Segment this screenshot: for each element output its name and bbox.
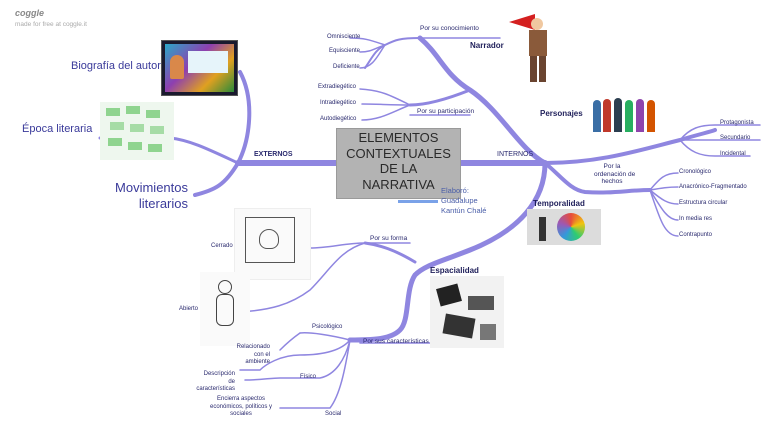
coggle-logo[interactable]: coggle	[15, 8, 45, 18]
fisico-desc-line-3: características	[196, 386, 235, 392]
por-participacion-label[interactable]: Por su participación	[417, 108, 475, 115]
in-media-res-label[interactable]: In media res	[679, 216, 713, 222]
credit-line-1: Elaboró:	[441, 186, 469, 195]
biografia-image	[161, 40, 238, 96]
credit-line-3: Kantún Chalé	[441, 206, 487, 215]
por-ordenacion-line-1: Por la	[603, 163, 621, 170]
psicologico-label[interactable]: Psicológico	[312, 324, 343, 330]
equisciente-label[interactable]: Equisciente	[329, 48, 361, 54]
movimientos-label-1[interactable]: Movimientos	[115, 180, 188, 195]
psicologico-desc-line-3: ambiente	[245, 359, 270, 365]
branch-participacion	[408, 88, 472, 107]
protagonista-label[interactable]: Protagonista	[720, 120, 754, 126]
cronologico-label[interactable]: Cronológico	[679, 169, 712, 175]
center-node[interactable]	[336, 128, 461, 199]
por-forma-label[interactable]: Por su forma	[370, 235, 408, 242]
fisico-label[interactable]: Físico	[300, 374, 317, 380]
contrapunto-label[interactable]: Contrapunto	[679, 232, 713, 238]
intradiegetico-label[interactable]: Intradiegético	[320, 100, 357, 106]
social-desc-line-3: sociales	[230, 411, 252, 417]
fisico-desc-line-2: de	[228, 378, 235, 385]
credit-text: Elaboró: Guadalupe Kantún Chalé	[441, 186, 486, 216]
center-line-2: CONTEXTUALES	[346, 145, 451, 161]
por-conocimiento-label[interactable]: Por su conocimiento	[420, 25, 479, 32]
secundario-label[interactable]: Secundario	[720, 135, 751, 141]
center-line-1: ELEMENTOS	[358, 130, 439, 145]
epoca-label[interactable]: Época literaria	[22, 123, 93, 135]
psicologico-desc[interactable]: Relacionado con el ambiente	[220, 344, 270, 367]
branch-biografia	[236, 70, 252, 165]
credit-connector	[398, 200, 438, 203]
branch-espacialidad	[347, 160, 548, 343]
abierto-label[interactable]: Abierto	[179, 306, 199, 312]
personajes-label[interactable]: Personajes	[540, 109, 583, 118]
movimientos-label-2[interactable]: literarios	[138, 196, 188, 211]
omnisciente-label[interactable]: Omnisciente	[327, 34, 361, 40]
branch-temporalidad	[543, 161, 652, 195]
fisico-desc[interactable]: Descripción de características	[190, 371, 235, 394]
fisico-desc-line-1: Descripción	[203, 371, 235, 377]
narrador-label[interactable]: Narrador	[470, 41, 504, 50]
temporalidad-label[interactable]: Temporalidad	[533, 199, 585, 208]
psicologico-desc-line-1: Relacionado	[236, 344, 270, 350]
por-caracteristicas-label[interactable]: Por sus características	[363, 338, 429, 345]
center-node-title: ELEMENTOS CONTEXTUALES DE LA NARRATIVA	[336, 130, 461, 192]
por-ordenacion-line-3: hechos	[601, 178, 623, 185]
estructura-circular-label[interactable]: Estructura circular	[679, 200, 728, 206]
epoca-image	[100, 102, 174, 160]
social-desc-line-2: económicos, políticos y	[209, 403, 273, 410]
incidental-label[interactable]: Incidental	[720, 151, 746, 157]
internos-label[interactable]: INTERNOS	[497, 151, 534, 158]
psicologico-desc-line-2: con el	[253, 351, 270, 358]
biografia-label[interactable]: Biografía del autor	[71, 60, 161, 72]
extradiegetico-label[interactable]: Extradiegético	[318, 84, 357, 90]
social-desc[interactable]: Encierra aspectos económicos, políticos …	[196, 396, 286, 419]
social-label[interactable]: Social	[325, 411, 342, 417]
narrador-image	[503, 8, 565, 86]
branch-movimientos	[193, 161, 240, 197]
por-ordenacion-label[interactable]: Por la ordenación de hechos	[594, 163, 636, 186]
autodiegetico-label[interactable]: Autodiegético	[320, 116, 357, 122]
deficiente-label[interactable]: Deficiente	[333, 64, 360, 70]
abierto-image	[200, 272, 250, 346]
made-for-free-text[interactable]: made for free at coggle.it	[15, 21, 87, 28]
branch-personajes	[543, 128, 717, 165]
espacialidad-label[interactable]: Espacialidad	[430, 266, 479, 275]
por-ordenacion-line-2: ordenación de	[594, 170, 636, 178]
cerrado-image	[234, 208, 311, 280]
temporalidad-image	[527, 209, 601, 245]
personajes-image	[589, 96, 659, 136]
anacronico-label[interactable]: Anacrónico-Fragmentado	[679, 184, 747, 190]
center-line-4: NARRATIVA	[362, 176, 435, 192]
social-desc-line-1: Encierra aspectos	[216, 396, 266, 402]
credit-line-2: Guadalupe	[441, 196, 478, 205]
espacialidad-image	[430, 276, 504, 348]
branch-conocimiento	[364, 37, 421, 69]
externos-label[interactable]: EXTERNOS	[254, 151, 293, 158]
branch-forma	[363, 241, 417, 264]
cerrado-label[interactable]: Cerrado	[211, 243, 233, 249]
center-line-3: DE LA	[379, 161, 418, 176]
